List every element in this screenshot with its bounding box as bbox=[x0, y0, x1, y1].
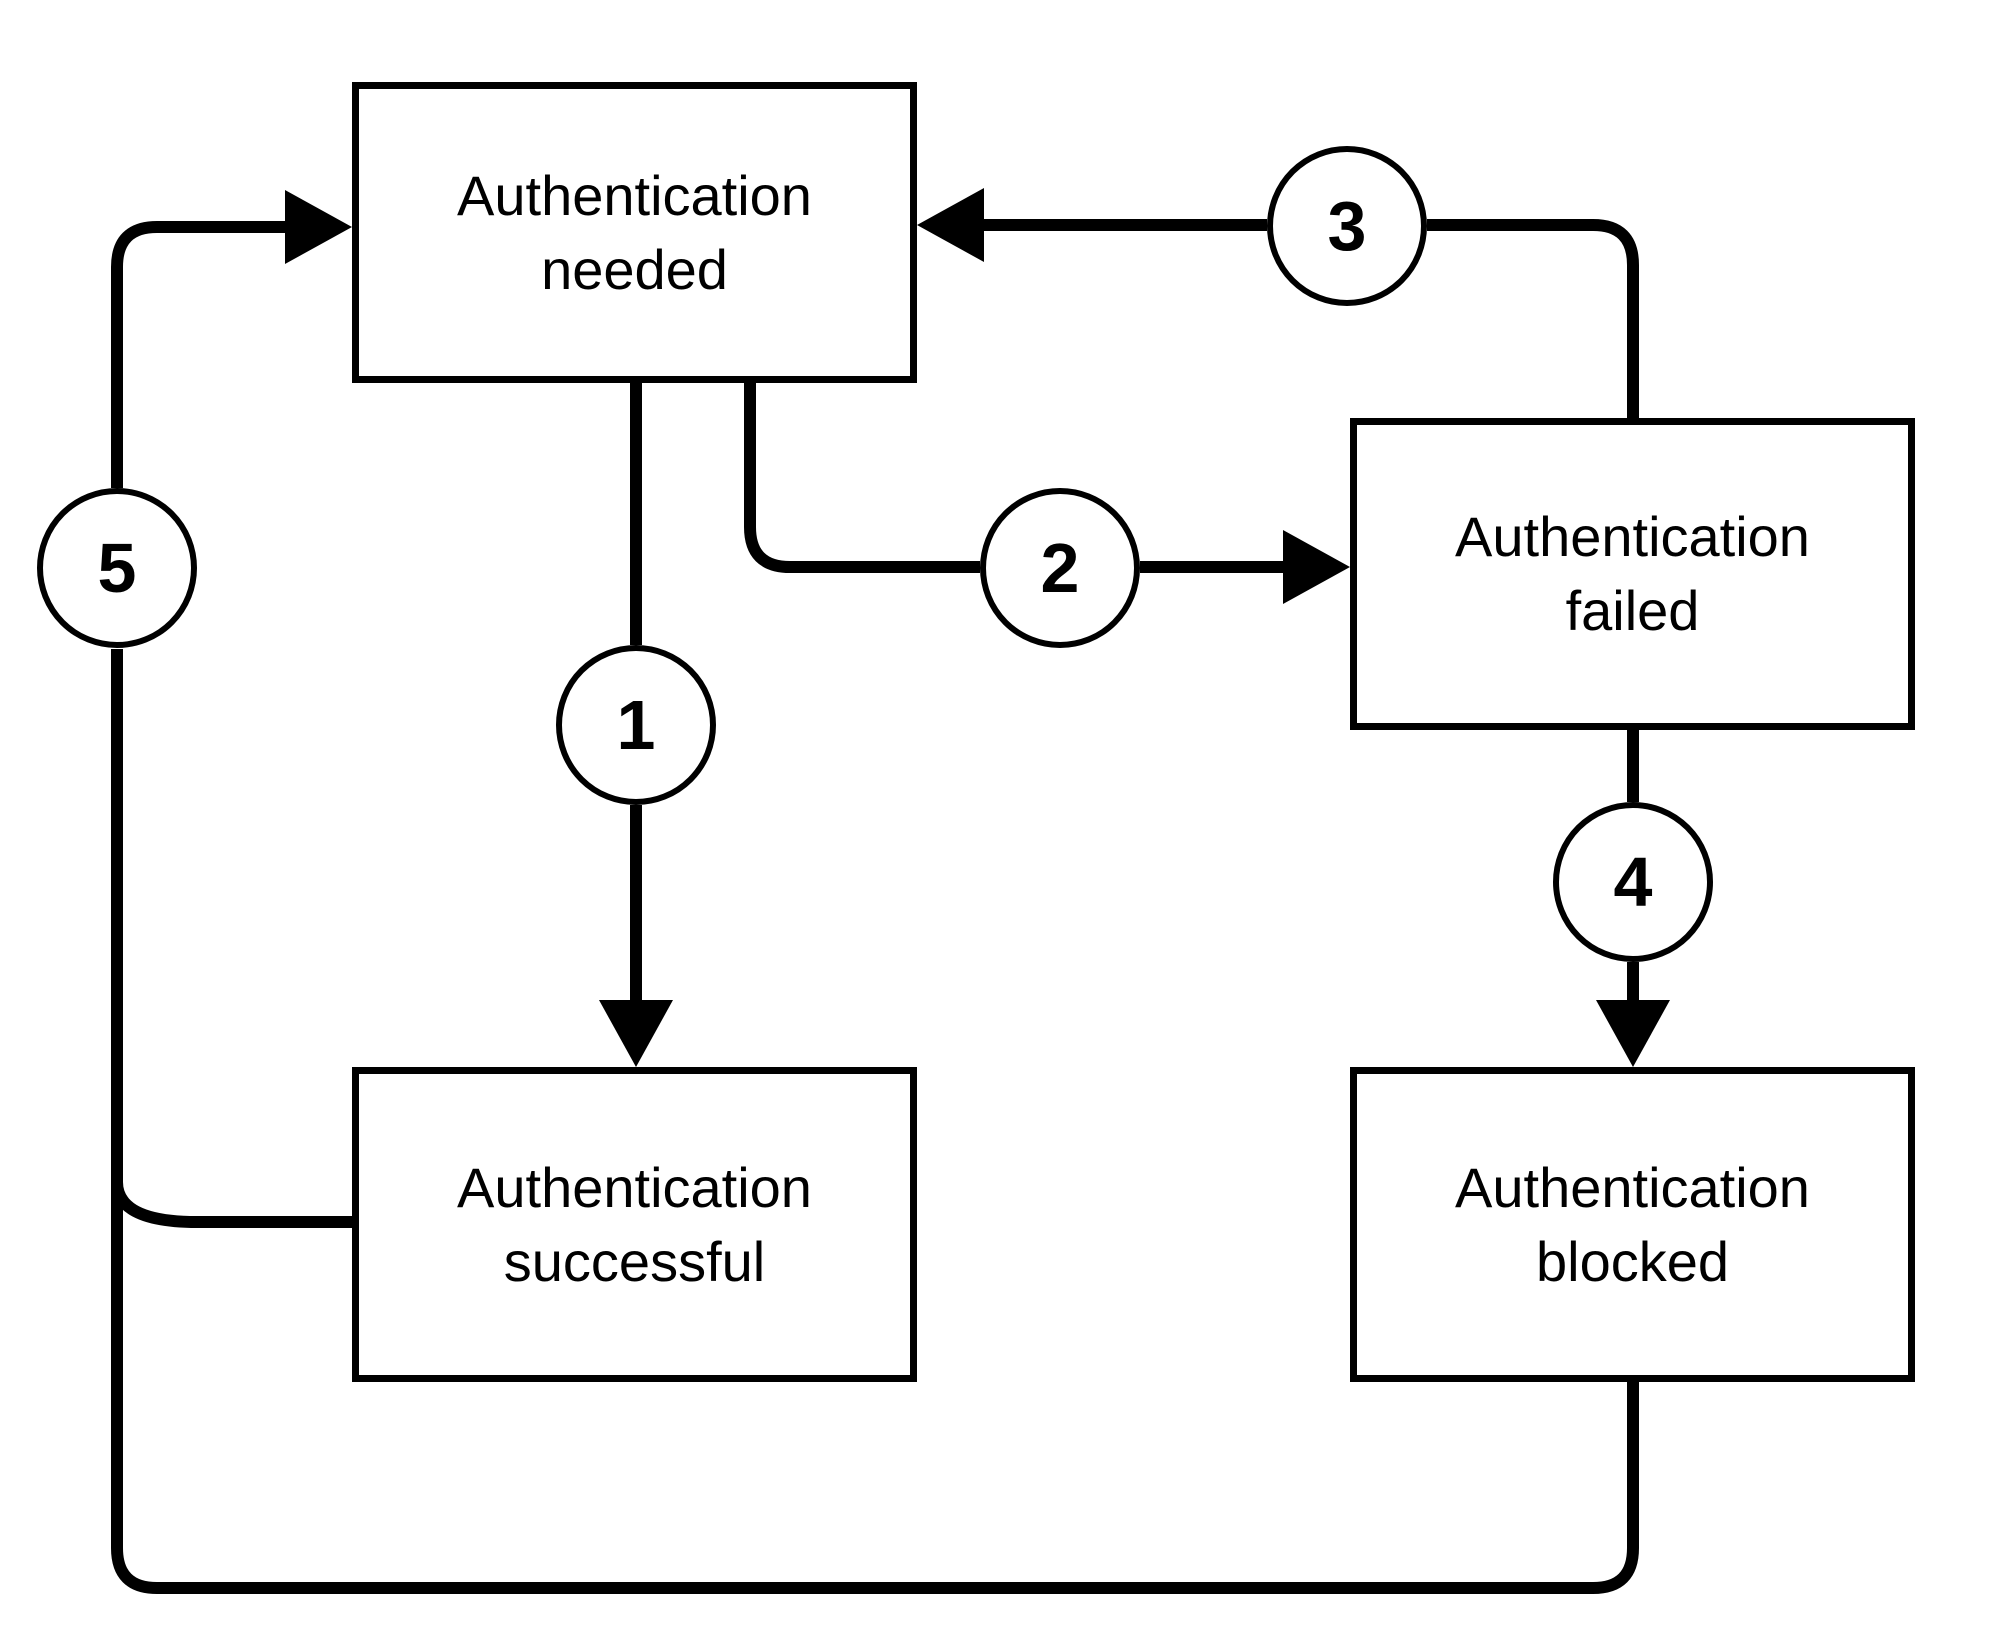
node-label-line: Authentication bbox=[1455, 1155, 1810, 1219]
arrowhead-left-icon bbox=[917, 188, 984, 262]
edge-successful-to-needed bbox=[111, 190, 352, 1548]
node-label-line: successful bbox=[503, 1229, 766, 1293]
step-number: 1 bbox=[616, 686, 656, 764]
step-badge-4: 4 bbox=[1553, 802, 1713, 962]
node-label-line: Authentication bbox=[1455, 505, 1810, 568]
node-authentication-successful: Authentication successful bbox=[352, 1067, 917, 1382]
step-badge-3: 3 bbox=[1267, 146, 1427, 306]
step-number: 3 bbox=[1327, 187, 1367, 265]
arrowhead-down-icon bbox=[599, 1000, 673, 1067]
node-label-line: Authentication bbox=[457, 163, 812, 227]
step-number: 2 bbox=[1040, 529, 1080, 607]
step-badge-1: 1 bbox=[556, 645, 716, 805]
node-authentication-needed: Authentication needed bbox=[352, 82, 917, 383]
step-badge-5: 5 bbox=[37, 488, 197, 648]
step-badge-2: 2 bbox=[980, 488, 1140, 648]
arrowhead-down-icon bbox=[1596, 1000, 1670, 1067]
step-number: 5 bbox=[97, 529, 137, 607]
edge-needed-to-failed bbox=[744, 383, 1350, 604]
edge-failed-to-blocked bbox=[1596, 730, 1670, 1067]
edge-blocked-return-loop bbox=[111, 1382, 1639, 1594]
node-authentication-failed: Authentication failed bbox=[1350, 418, 1915, 730]
node-authentication-blocked: Authentication blocked bbox=[1350, 1067, 1915, 1382]
arrowhead-right-icon bbox=[1283, 530, 1350, 604]
node-label-line: blocked bbox=[1535, 1229, 1730, 1293]
arrowhead-right-icon bbox=[285, 190, 352, 264]
node-label-line: failed bbox=[1565, 579, 1700, 642]
edge-needed-to-successful bbox=[599, 383, 673, 1067]
step-number: 4 bbox=[1613, 843, 1653, 921]
node-label-line: Authentication bbox=[457, 1155, 812, 1219]
node-label-line: needed bbox=[541, 237, 728, 301]
edge-failed-to-needed bbox=[917, 188, 1639, 418]
